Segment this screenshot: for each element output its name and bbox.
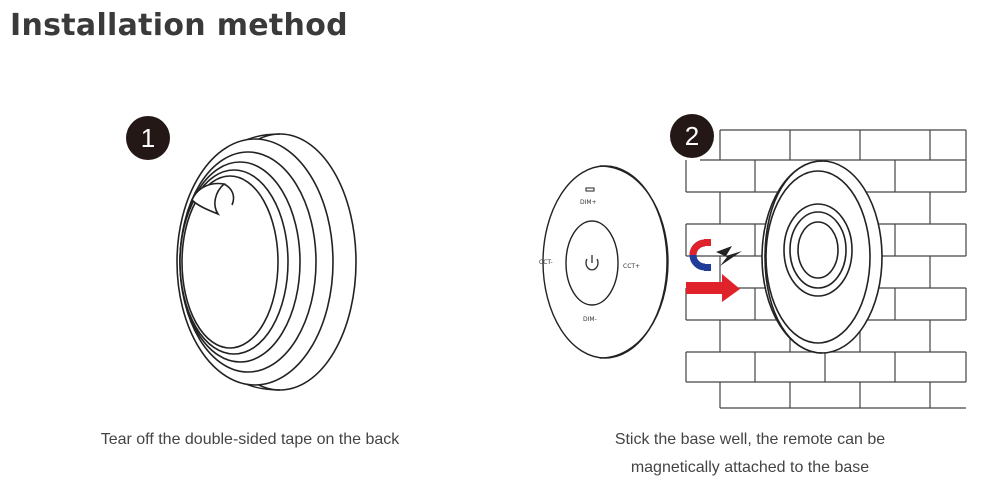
power-icon (585, 255, 599, 271)
lightning-icon (716, 246, 742, 266)
page-title: Installation method (10, 8, 348, 43)
step-2-caption-line2: magnetically attached to the base (630, 459, 870, 476)
remote-label-cct-minus: CCT- (539, 259, 553, 266)
remote-illustration (542, 165, 669, 359)
step-1-badge: 1 (126, 116, 170, 160)
arrow-right-icon (686, 274, 740, 302)
remote-label-dim-minus: DIM- (583, 316, 597, 323)
remote-label-cct-plus: CCT+ (623, 263, 641, 270)
magnet-icon (689, 239, 711, 271)
step-1-caption: Tear off the double-sided tape on the ba… (100, 431, 400, 448)
remote-label-dim-plus: DIM+ (580, 199, 597, 206)
wall-base-illustration (761, 160, 883, 354)
step-2-caption-line1: Stick the base well, the remote can be (614, 431, 886, 448)
step-2-badge: 2 (670, 114, 714, 158)
base-with-tape-illustration (176, 133, 357, 391)
